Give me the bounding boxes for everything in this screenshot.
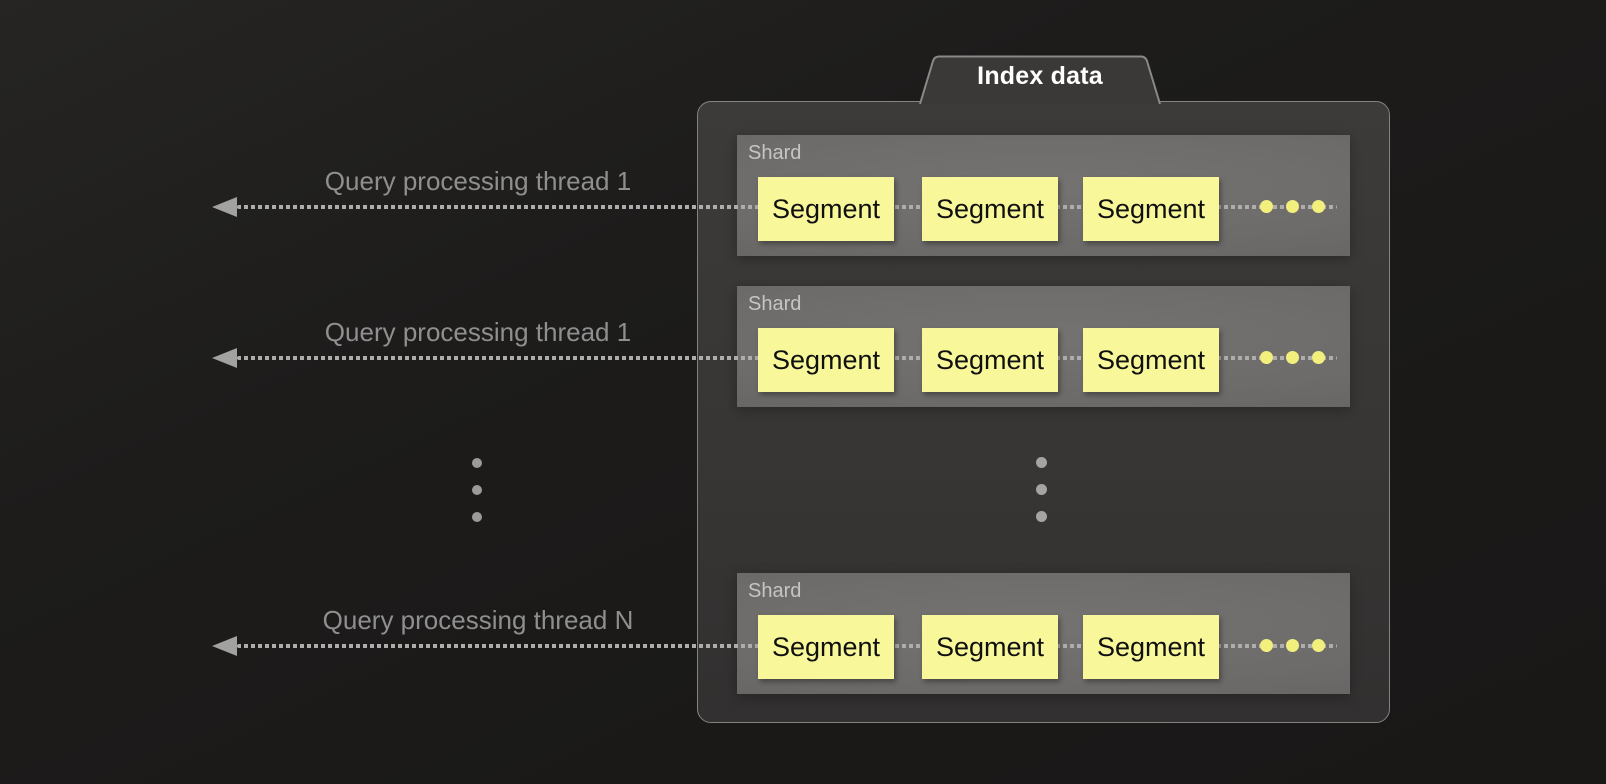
- more-segments-dot: [1286, 639, 1299, 652]
- arrow-left-icon: [212, 197, 237, 217]
- shard-label: Shard: [748, 293, 802, 315]
- ellipsis-dot: [1036, 484, 1047, 495]
- segment-box: Segment: [922, 328, 1058, 392]
- ellipsis-dot: [1036, 511, 1047, 522]
- more-segments-dot: [1312, 639, 1325, 652]
- more-shards-ellipsis: [1036, 457, 1047, 522]
- more-segments-dot: [1312, 200, 1325, 213]
- segment-box: Segment: [1083, 177, 1219, 241]
- index-data-tab-label: Index data: [977, 62, 1103, 90]
- arrow-left-icon: [212, 636, 237, 656]
- query-thread-label-2: Query processing thread 1: [324, 317, 632, 347]
- arrow-left-icon: [212, 348, 237, 368]
- segment-box: Segment: [758, 328, 894, 392]
- index-data-tab-shape: [919, 55, 1161, 104]
- ellipsis-dot: [472, 458, 482, 468]
- segment-box: Segment: [758, 177, 894, 241]
- more-segments-dot: [1286, 351, 1299, 364]
- shard-label: Shard: [748, 142, 802, 164]
- more-segments-dot: [1260, 639, 1273, 652]
- segment-box: Segment: [758, 615, 894, 679]
- more-segments-dot: [1312, 351, 1325, 364]
- segment-box: Segment: [1083, 328, 1219, 392]
- segment-box: Segment: [1083, 615, 1219, 679]
- more-segments-dot: [1260, 200, 1273, 213]
- more-threads-ellipsis: [472, 458, 482, 522]
- query-thread-label-1: Query processing thread 1: [324, 166, 632, 196]
- shard-label: Shard: [748, 580, 802, 602]
- more-segments-dot: [1286, 200, 1299, 213]
- segment-box: Segment: [922, 615, 1058, 679]
- ellipsis-dot: [472, 512, 482, 522]
- ellipsis-dot: [1036, 457, 1047, 468]
- segment-box: Segment: [922, 177, 1058, 241]
- query-thread-label-3: Query processing thread N: [322, 605, 634, 635]
- more-segments-dot: [1260, 351, 1273, 364]
- ellipsis-dot: [472, 485, 482, 495]
